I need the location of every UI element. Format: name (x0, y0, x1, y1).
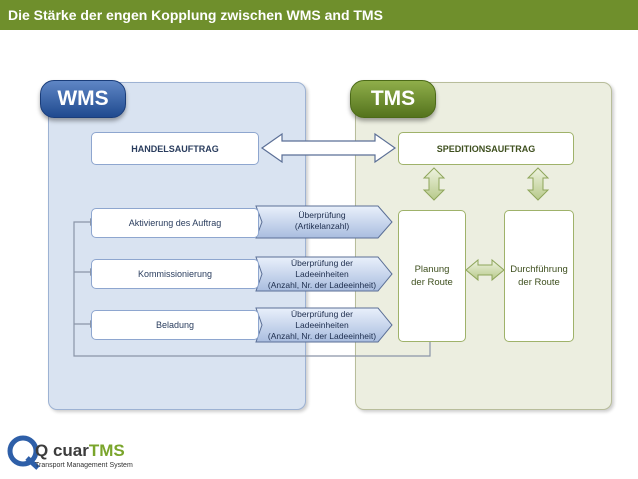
order-double-arrow (260, 132, 397, 164)
execution-box: Durchführung der Route (504, 210, 574, 342)
check-detail: (Anzahl, Nr. der Ladeeinheit) (267, 280, 377, 290)
check-arrow-3 (255, 307, 393, 343)
vertical-arrow-execution (526, 167, 550, 201)
check-arrow-2 (255, 256, 393, 292)
check-title: Überprüfung (298, 210, 346, 220)
wms-step-aktivierung: Aktivierung des Auftrag (91, 208, 259, 238)
wms-badge: WMS (40, 80, 126, 118)
handelsauftrag-box: HANDELSAUFTRAG (91, 132, 259, 165)
logo-brand-suffix: TMS (88, 441, 125, 460)
wms-step-beladung: Beladung (91, 310, 259, 340)
logo-wordmark: Q cuarTMS (35, 441, 125, 461)
vertical-arrow-planning (422, 167, 446, 201)
feedback-loop-line (73, 221, 431, 357)
logo-brand: Q cuar (35, 441, 89, 460)
page-title: Die Stärke der engen Kopplung zwischen W… (8, 7, 383, 23)
check-title: Überprüfung der Ladeeinheiten (291, 258, 353, 279)
planning-execution-arrow (465, 258, 505, 282)
logo-tagline: Transport Management System (35, 462, 133, 469)
check-label-2: Überprüfung der Ladeeinheiten (Anzahl, N… (262, 258, 382, 291)
planning-box: Planung der Route (398, 210, 466, 342)
check-title: Überprüfung der Ladeeinheiten (291, 309, 353, 330)
check-detail: (Anzahl, Nr. der Ladeeinheit) (267, 331, 377, 341)
title-bar: Die Stärke der engen Kopplung zwischen W… (0, 0, 638, 30)
tms-badge: TMS (350, 80, 436, 118)
wms-step-kommissionierung: Kommissionierung (91, 259, 259, 289)
check-label-1: Überprüfung (Artikelanzahl) (262, 210, 382, 232)
check-arrow-1 (255, 205, 393, 239)
check-detail: (Artikelanzahl) (294, 221, 350, 231)
check-label-3: Überprüfung der Ladeeinheiten (Anzahl, N… (262, 309, 382, 342)
speditionsauftrag-box: SPEDITIONSAUFTRAG (398, 132, 574, 165)
